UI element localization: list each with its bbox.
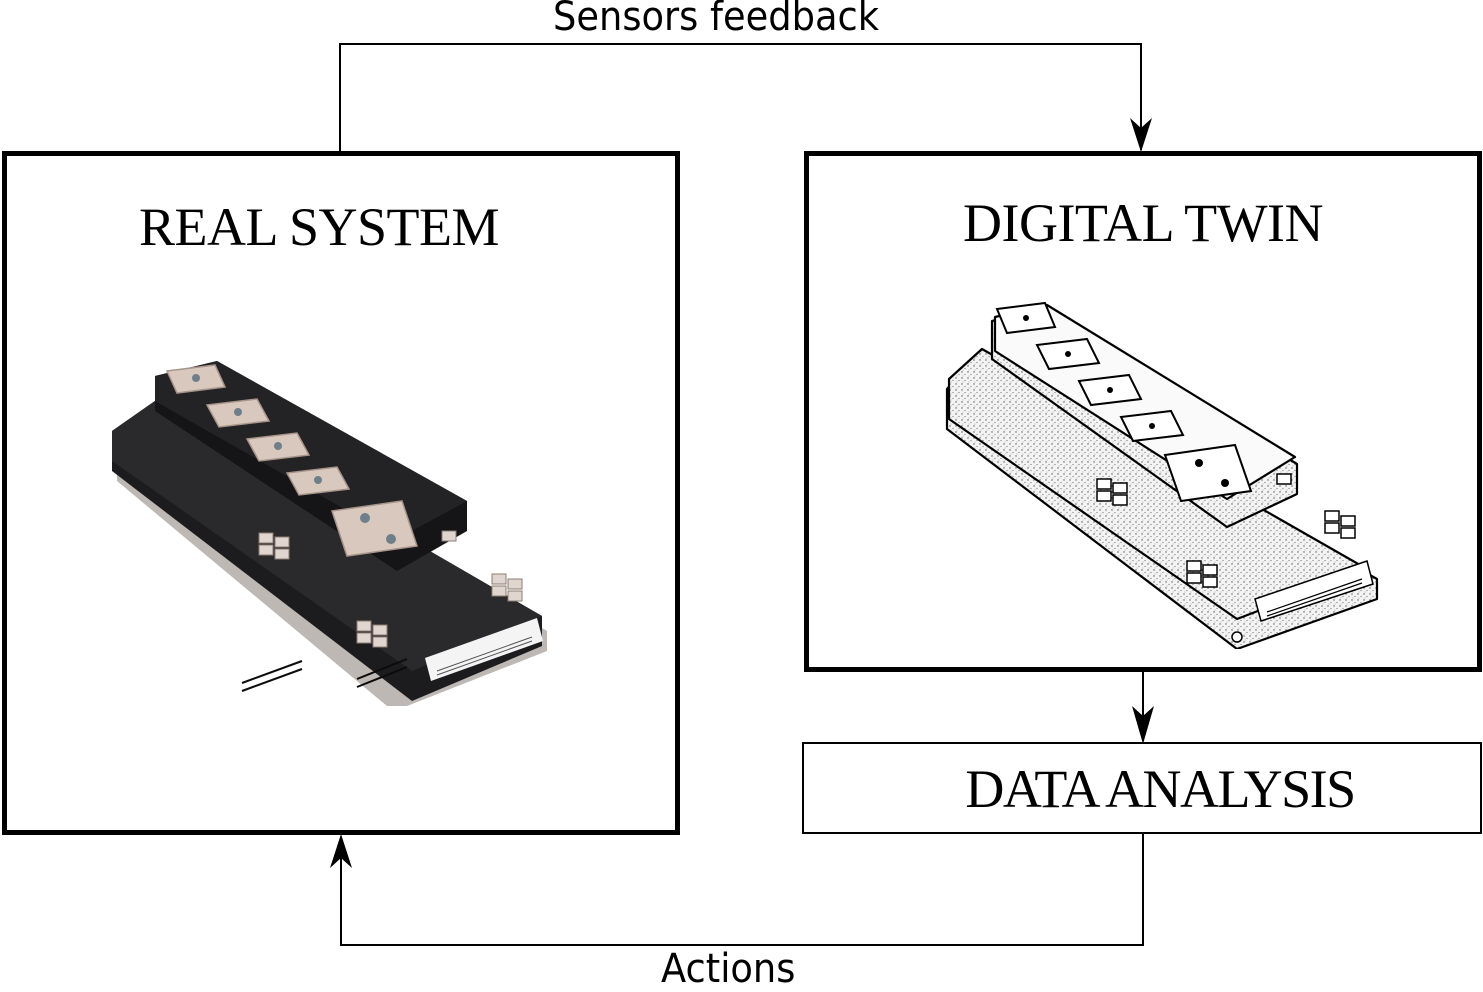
real-system-title: REAL SYSTEM	[138, 197, 500, 257]
sensors-feedback-label: Sensors feedback	[553, 0, 880, 40]
real-system-node: REAL SYSTEM	[2, 151, 680, 835]
arrow-up-icon	[330, 834, 352, 868]
digital-twin-node: DIGITAL TWIN	[804, 151, 1482, 672]
arrow-down-icon	[1130, 118, 1152, 152]
power-module-sketch	[945, 301, 1379, 649]
arrow-down-icon	[1132, 706, 1154, 744]
edge-sensors-feedback	[339, 43, 1142, 153]
actions-label: Actions	[661, 946, 796, 992]
data-analysis-node: DATA ANALYSIS	[802, 742, 1482, 834]
edge-actions	[340, 833, 1144, 946]
data-analysis-title: DATA ANALYSIS	[965, 759, 1356, 819]
power-module-photo	[112, 361, 547, 706]
digital-twin-title: DIGITAL TWIN	[962, 193, 1324, 253]
